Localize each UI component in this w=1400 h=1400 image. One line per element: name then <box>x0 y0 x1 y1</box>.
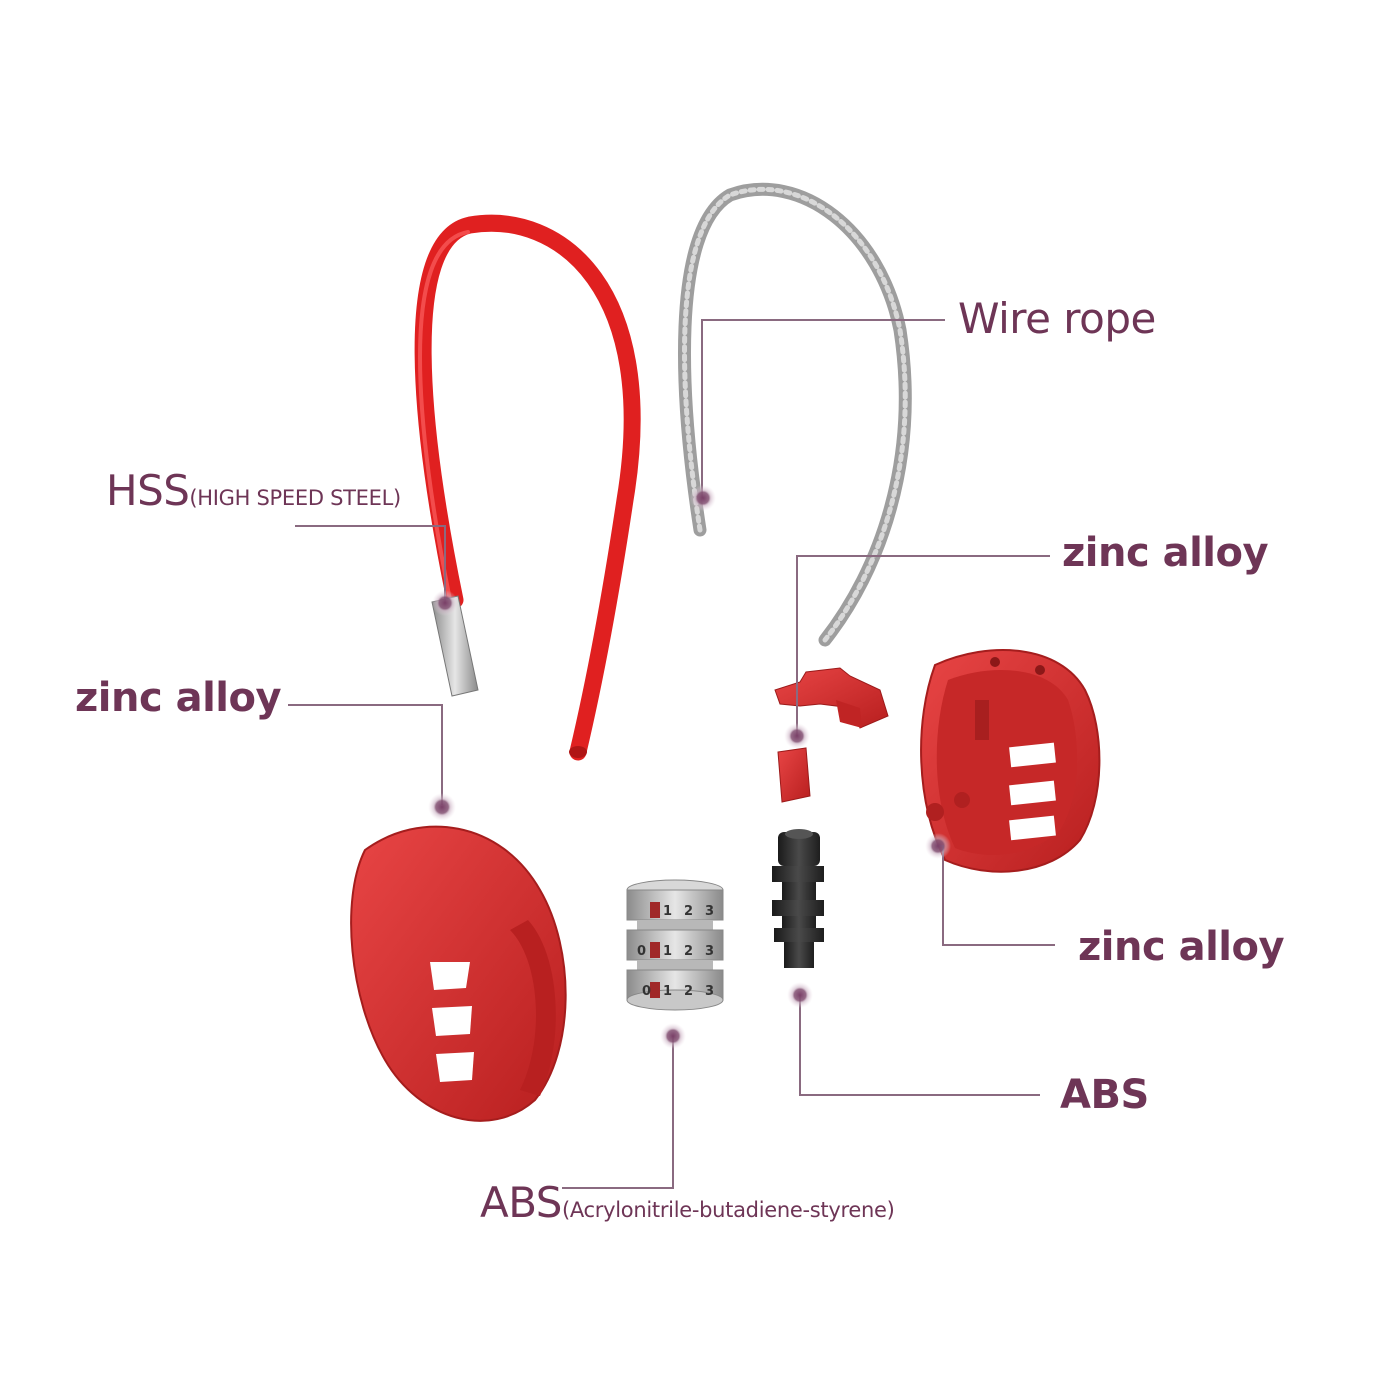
leader-abs-right <box>800 995 1040 1095</box>
label-zinc-alloy-right: zinc alloy <box>1078 927 1284 967</box>
dial-3-digit-0: 0 <box>642 984 651 999</box>
left-housing-half <box>351 827 566 1121</box>
hss-text: HSS <box>106 466 189 515</box>
marker-abs-right <box>787 982 813 1008</box>
label-abs-right: ABS <box>1060 1075 1149 1115</box>
wire-rope <box>685 189 906 640</box>
leader-abs-bottom <box>562 1036 673 1188</box>
dial-3-digit-3: 3 <box>705 984 714 999</box>
label-hss: HSS(HIGH SPEED STEEL) <box>106 470 401 512</box>
dial-2-digit-1: 1 <box>663 944 672 959</box>
marker-wire-rope <box>690 485 716 511</box>
label-abs-bottom: ABS(Acrylonitrile-butadiene-styrene) <box>480 1182 894 1224</box>
leader-hss <box>295 526 445 603</box>
abs-bottom-subtext: (Acrylonitrile-butadiene-styrene) <box>562 1198 895 1222</box>
leader-zinc-left <box>288 705 442 805</box>
abs-bottom-text: ABS <box>480 1178 562 1227</box>
marker-zinc-right <box>925 833 951 859</box>
marker-zinc-top <box>784 723 810 749</box>
zinc-alloy-top-text: zinc alloy <box>1062 530 1268 576</box>
hss-subtext: (HIGH SPEED STEEL) <box>189 486 400 510</box>
zinc-alloy-right-text: zinc alloy <box>1078 924 1284 970</box>
combination-dials: 1 2 3 0 1 2 3 0 1 2 3 <box>627 880 723 1010</box>
dial-2-digit-0: 0 <box>637 944 646 959</box>
dial-1-digit-1: 1 <box>663 904 672 919</box>
label-zinc-alloy-top: zinc alloy <box>1062 533 1268 573</box>
label-zinc-alloy-left: zinc alloy <box>75 678 281 718</box>
label-wire-rope: Wire rope <box>958 298 1156 340</box>
marker-abs-bottom <box>660 1023 686 1049</box>
dial-2-digit-2: 2 <box>684 944 693 959</box>
dial-2-digit-3: 3 <box>705 944 714 959</box>
abs-right-text: ABS <box>1060 1072 1149 1118</box>
dial-3-digit-2: 2 <box>684 984 693 999</box>
abs-spindle <box>772 829 824 968</box>
marker-zinc-left <box>428 793 456 821</box>
dial-3-digit-1: 1 <box>663 984 672 999</box>
wire-rope-text: Wire rope <box>958 294 1156 343</box>
dial-1-digit-2: 2 <box>684 904 693 919</box>
zinc-alloy-left-text: zinc alloy <box>75 675 281 721</box>
marker-hss <box>432 590 458 616</box>
dial-1-digit-3: 3 <box>705 904 714 919</box>
